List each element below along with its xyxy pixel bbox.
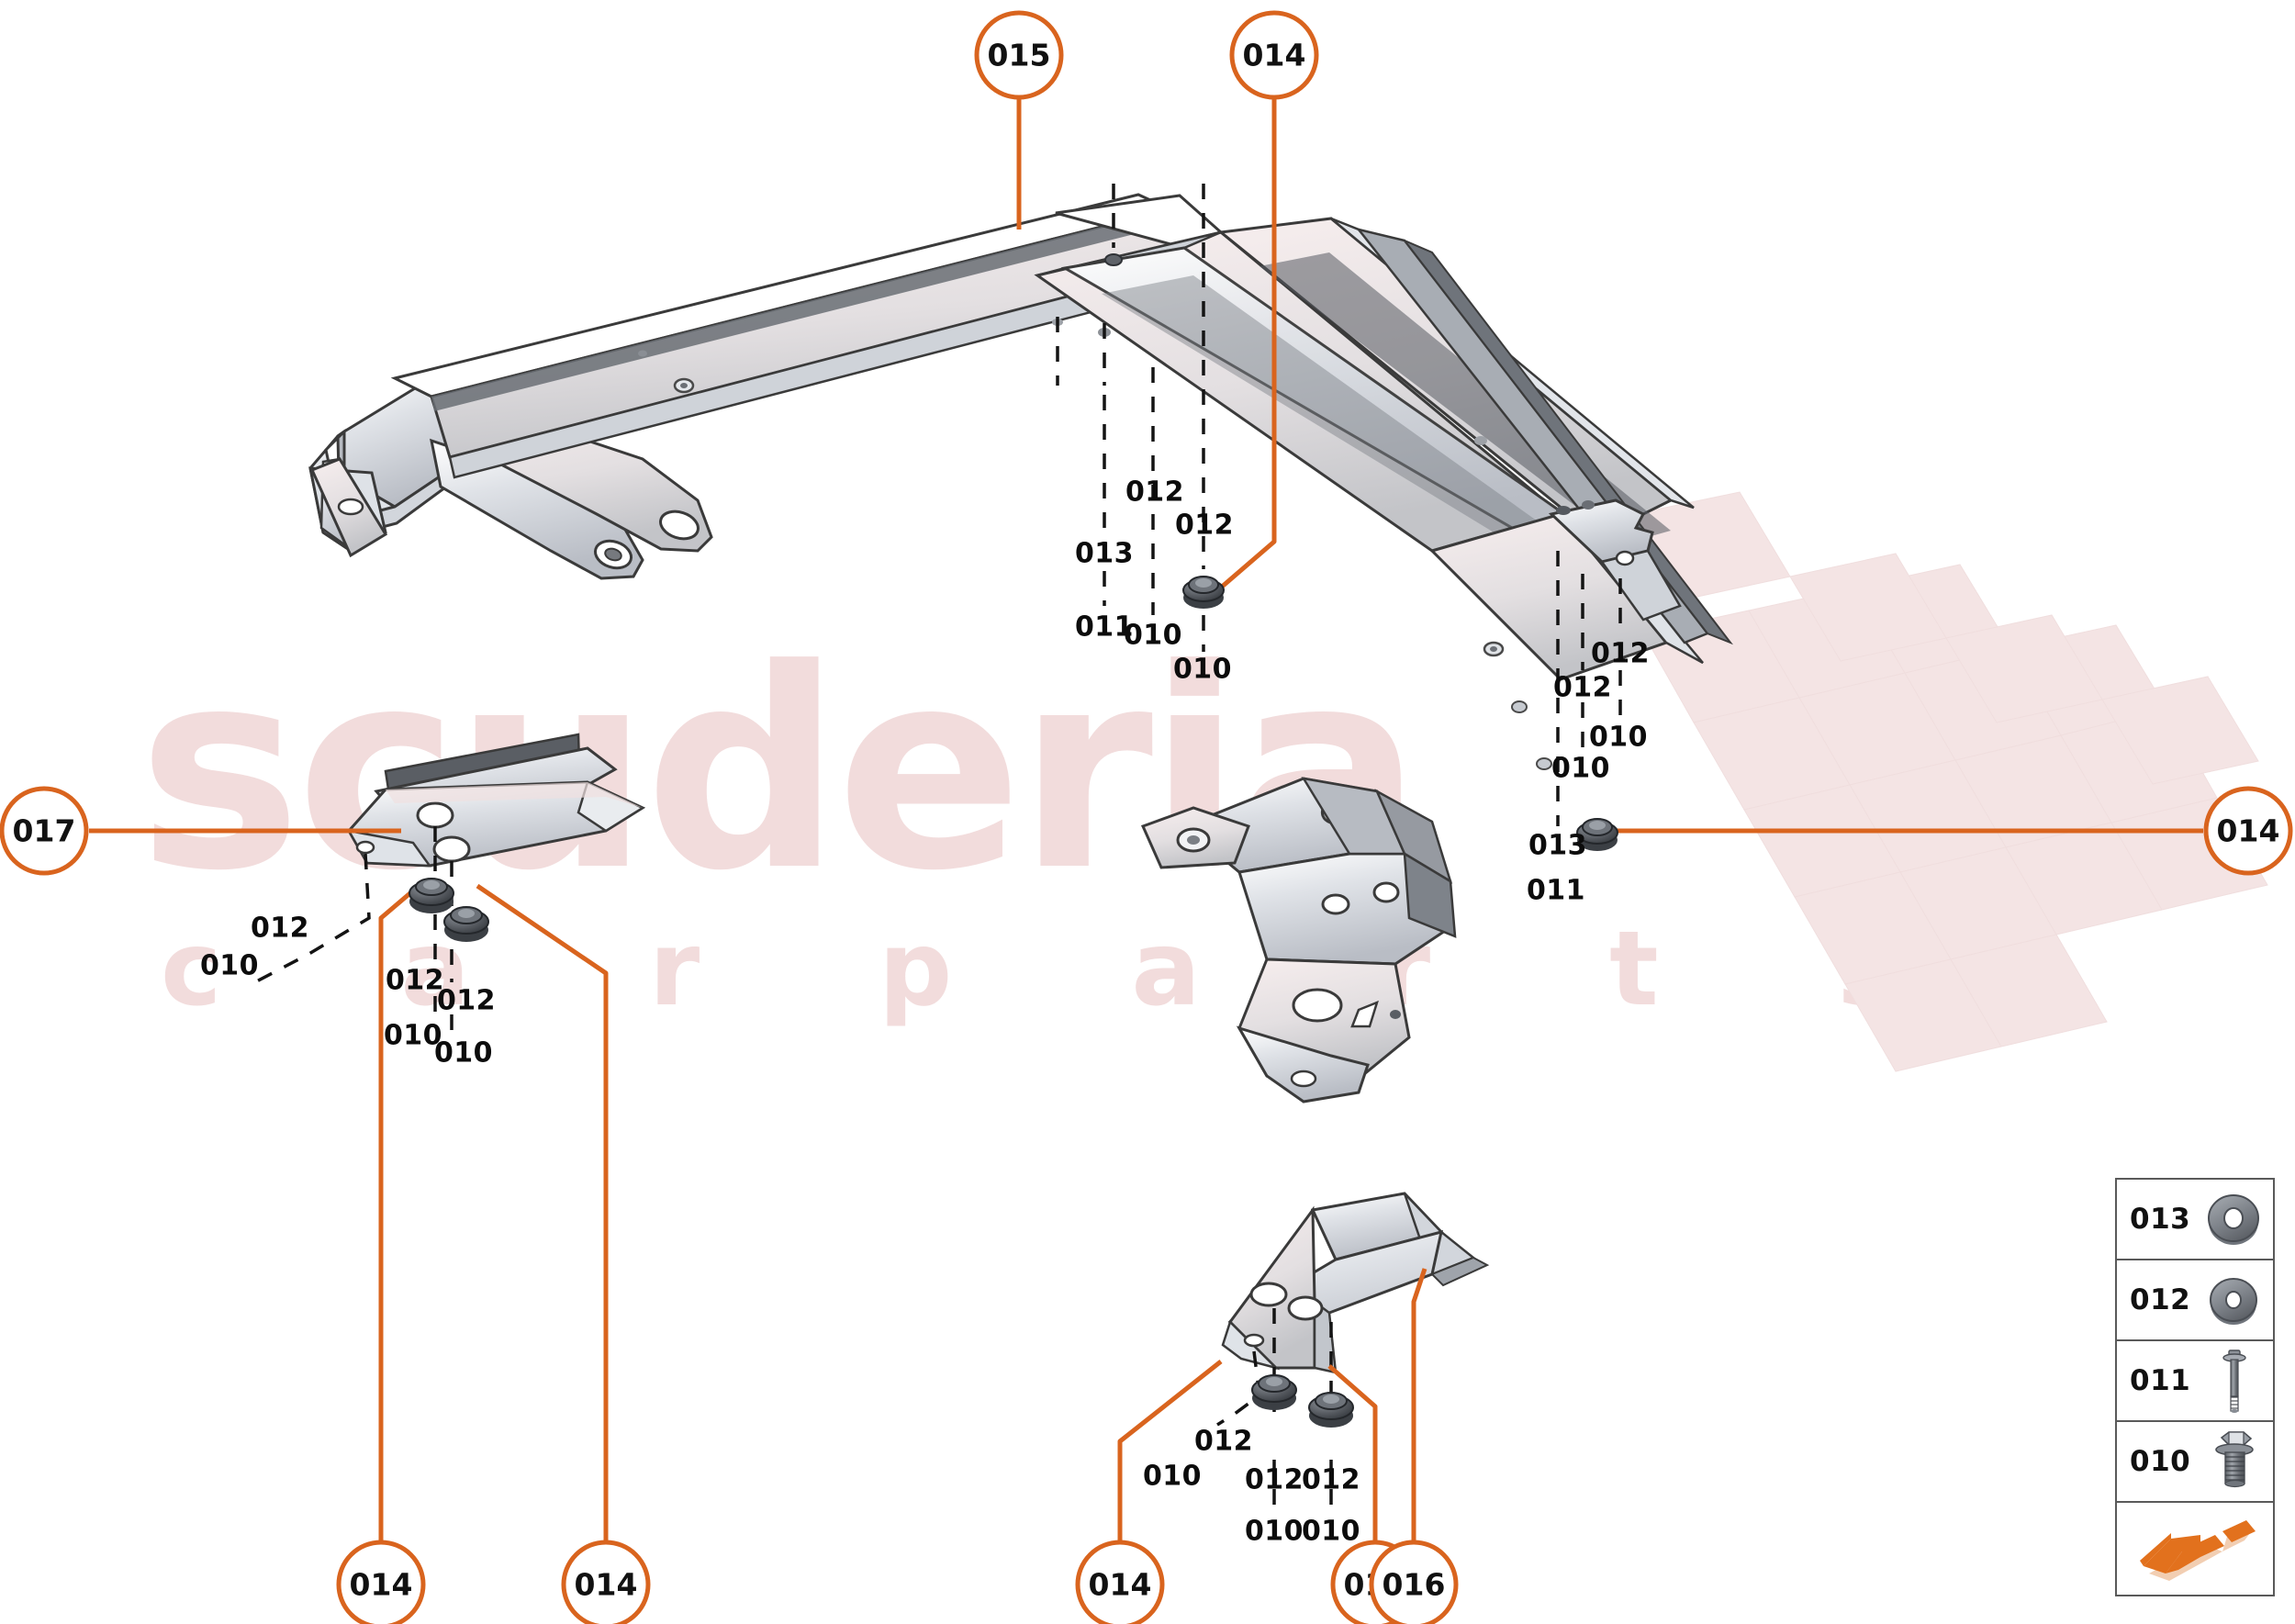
part-label-bottom-bracket-010-22: 010	[1244, 1515, 1304, 1548]
long-bolt-icon	[2200, 1345, 2267, 1417]
brand-arrow-logo-icon	[2130, 1508, 2267, 1589]
crossmember-assembly-015	[308, 193, 1734, 1103]
part-label-right-stack-011-11: 011	[1526, 874, 1586, 907]
bubble-circle[interactable]	[2203, 786, 2293, 876]
bubble-circle[interactable]	[336, 1540, 426, 1624]
bubble-circle[interactable]	[1369, 1540, 1459, 1624]
bubble-circle[interactable]	[561, 1540, 651, 1624]
legend-code-011: 011	[2130, 1364, 2191, 1397]
bubble-circle[interactable]	[974, 10, 1064, 100]
part-label-left-bracket-010-16: 010	[383, 1019, 443, 1052]
part-label-left-bracket-012-14: 012	[385, 964, 445, 997]
washer-large-icon	[2200, 1183, 2267, 1255]
legend-row-brand[interactable]	[2117, 1503, 2273, 1595]
bubble-label: 015	[988, 38, 1051, 73]
part-label-bottom-bracket-012-20: 012	[1244, 1463, 1304, 1496]
callout-bubble-016-8[interactable]: 016	[1369, 1540, 1459, 1624]
bubble-label: 014	[350, 1567, 413, 1603]
checkered-flag-watermark	[1633, 491, 2268, 1072]
bubble-label: 014	[2217, 813, 2280, 849]
legend-row-011[interactable]: 011	[2117, 1341, 2273, 1422]
part-label-left-bracket-012-12: 012	[250, 912, 310, 945]
part-label-bottom-bracket-010-19: 010	[1142, 1460, 1203, 1493]
callout-bubble-014-6[interactable]: 014	[1075, 1540, 1165, 1624]
legend-code-010: 010	[2130, 1445, 2191, 1478]
callout-bubble-014-4[interactable]: 014	[336, 1540, 426, 1624]
flange-bolt-icon	[2200, 1426, 2267, 1497]
bracket-017	[346, 733, 646, 868]
bubble-circle[interactable]	[1229, 10, 1319, 100]
callout-bubbles-group: 015014017014014014014014016	[0, 10, 2293, 1624]
bubble-label: 014	[575, 1567, 638, 1603]
legend-row-010[interactable]: 010	[2117, 1422, 2273, 1503]
callout-bubble-014-3[interactable]: 014	[2203, 786, 2293, 876]
legend-row-012[interactable]: 012	[2117, 1260, 2273, 1341]
right-mount-bracket	[1140, 777, 1457, 1103]
bracket-016	[1221, 1192, 1490, 1374]
bubble-circle[interactable]	[1075, 1540, 1165, 1624]
part-label-center-stack-012-0: 012	[1125, 476, 1185, 509]
legend-panel: 013 012 011	[2115, 1178, 2275, 1596]
bubble-label: 016	[1383, 1567, 1446, 1603]
part-label-right-stack-010-9: 010	[1551, 752, 1611, 785]
part-label-right-stack-012-6: 012	[1590, 637, 1651, 670]
part-label-right-stack-013-10: 013	[1528, 829, 1588, 862]
part-label-bottom-bracket-010-23: 010	[1301, 1515, 1361, 1548]
callout-bubble-014-5[interactable]: 014	[561, 1540, 651, 1624]
part-label-bottom-bracket-012-21: 012	[1301, 1463, 1361, 1496]
fastener-glyphs	[409, 576, 1618, 1428]
bubble-label: 017	[13, 813, 76, 849]
part-label-bottom-bracket-012-18: 012	[1193, 1425, 1254, 1458]
part-label-center-stack-011-3: 011	[1074, 610, 1135, 644]
part-label-right-stack-010-8: 010	[1588, 721, 1649, 754]
legend-code-013: 013	[2130, 1203, 2191, 1236]
part-label-left-bracket-012-15: 012	[436, 984, 497, 1017]
part-label-right-stack-012-7: 012	[1552, 671, 1613, 704]
legend-code-012: 012	[2130, 1283, 2191, 1316]
bubble-label: 014	[1243, 38, 1306, 73]
bubble-circle[interactable]	[0, 786, 89, 876]
part-label-center-stack-010-4: 010	[1123, 619, 1183, 652]
part-label-center-stack-013-2: 013	[1074, 537, 1135, 570]
legend-row-013[interactable]: 013	[2117, 1180, 2273, 1260]
part-label-left-bracket-010-17: 010	[433, 1036, 494, 1070]
part-label-center-stack-010-5: 010	[1172, 653, 1233, 686]
washer-icon	[2200, 1264, 2267, 1336]
callout-bubble-017-2[interactable]: 017	[0, 786, 89, 876]
callout-bubble-014-1[interactable]: 014	[1229, 10, 1319, 100]
callout-bubble-015-0[interactable]: 015	[974, 10, 1064, 100]
bubble-label: 014	[1089, 1567, 1152, 1603]
part-label-left-bracket-010-13: 010	[199, 949, 260, 982]
part-label-center-stack-012-1: 012	[1174, 509, 1235, 542]
